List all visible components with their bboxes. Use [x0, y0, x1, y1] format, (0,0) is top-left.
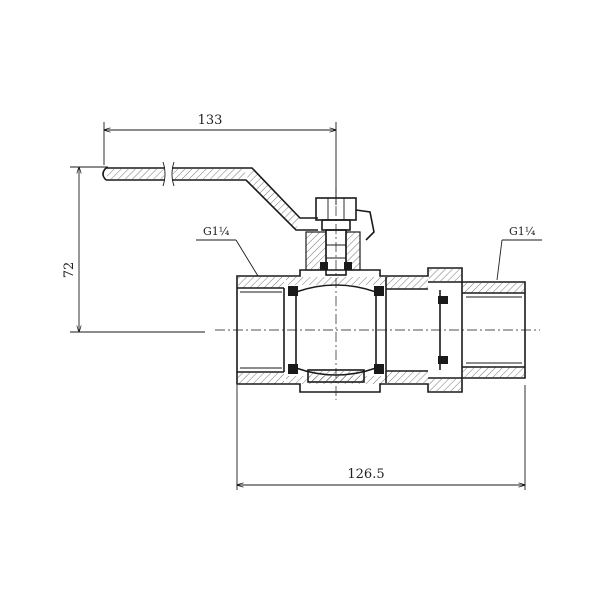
lever-handle: [102, 161, 318, 231]
thread-label-left: G1¼: [203, 225, 230, 238]
dimension-handle-length: 133: [104, 113, 336, 205]
dimension-label-overall-length: 126.5: [347, 467, 384, 482]
dimension-label-height: 72: [62, 262, 77, 279]
thread-label-right-group: G1¼: [496, 225, 542, 281]
centre-lines: [215, 188, 540, 400]
stem-assembly: [305, 197, 375, 276]
dimension-height: 72: [62, 167, 205, 332]
dimension-overall-length: 126.5: [237, 385, 525, 490]
thread-label-right: G1¼: [509, 225, 536, 238]
thread-label-left-group: G1¼: [196, 225, 259, 277]
dimension-label-handle-length: 133: [198, 113, 223, 128]
